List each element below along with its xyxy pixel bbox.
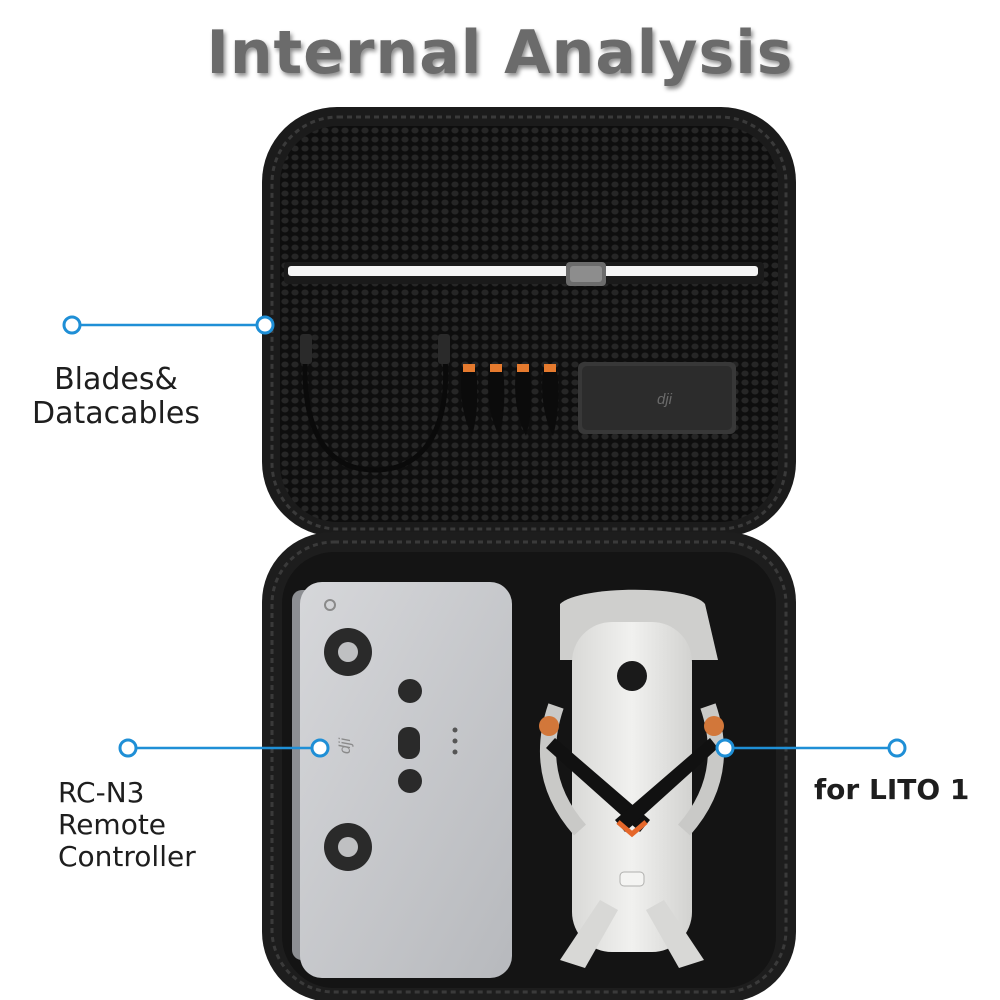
callout-rc [118,738,330,758]
cable-connector [438,334,450,364]
callout-label-line: Datacables [32,396,200,431]
callout-label-line: Blades& [54,362,178,397]
callout-blades [62,315,275,335]
rc-n3-remote-controller [292,582,512,978]
battery-logo: dji [657,391,673,408]
callout-label-line: Remote [58,808,167,841]
data-cable [302,344,449,473]
page-title: Internal Analysis [206,18,794,88]
callout-label-rc: RC-N3 Remote Controller [58,777,196,873]
camera-lens [617,661,647,691]
rth-button [398,769,422,793]
rc-logo: dji [337,738,354,754]
callout-drone [715,738,907,758]
cable-connector [300,334,312,364]
case-lid [262,107,796,537]
battery [578,362,736,434]
drone [539,589,724,968]
callout-label-line: for LITO 1 [814,773,970,806]
callout-label-line: RC-N3 [58,776,145,809]
callout-label-drone: for LITO 1 [814,773,969,807]
callout-label-line: Controller [58,840,196,873]
callout-label-blades: Blades& Datacables [16,363,216,431]
mode-switch [398,727,420,759]
power-button [398,679,422,703]
propeller-blades [461,364,559,436]
